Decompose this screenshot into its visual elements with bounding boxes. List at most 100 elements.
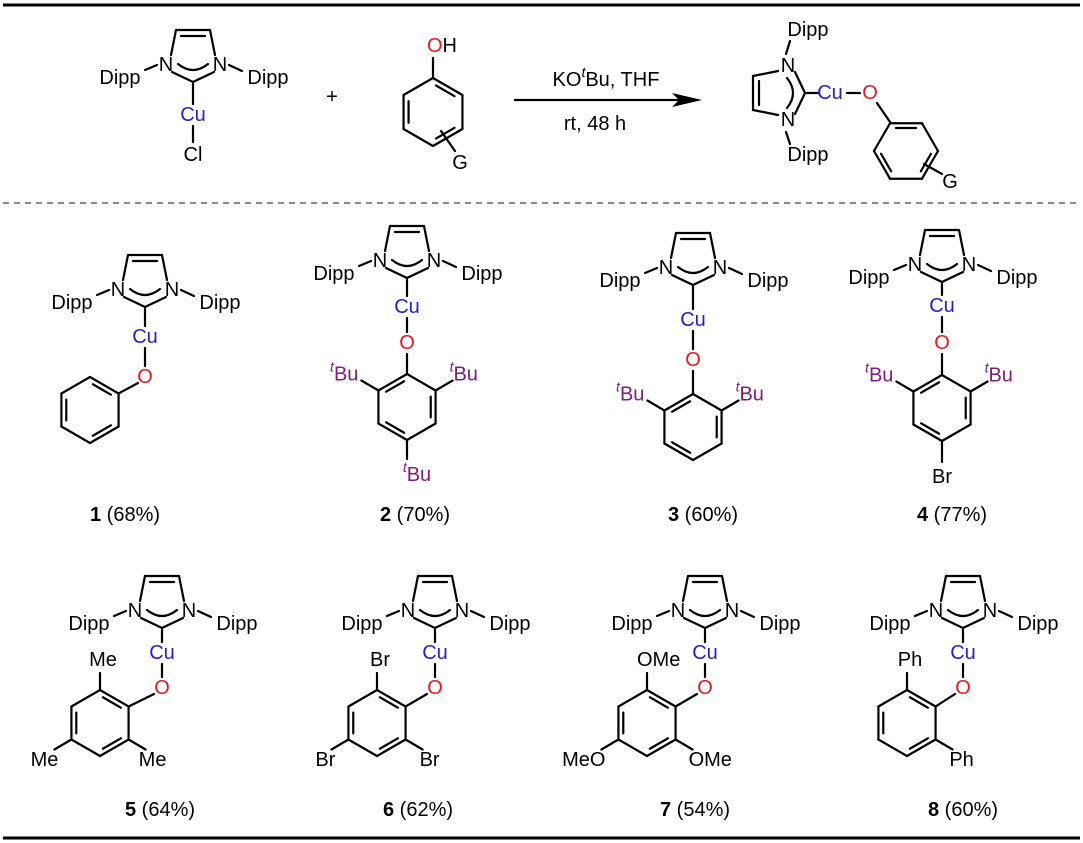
ring-bond	[682, 616, 707, 630]
ring-bond	[138, 574, 147, 603]
nitrogen-label-part: N	[983, 600, 997, 622]
substituent-bond	[127, 738, 147, 751]
phenyl-label-part: Ph	[898, 649, 922, 671]
ring-bond	[663, 442, 695, 462]
nitrogen-label: N	[373, 250, 387, 272]
ring-bond	[877, 688, 909, 708]
chloride-label: Cl	[184, 144, 203, 166]
chloride-label-part: Cl	[184, 144, 203, 166]
oxygen-label-part: O	[427, 677, 443, 699]
compound-label: 2 (70%)	[380, 504, 450, 526]
dipp-label-part: Dipp	[848, 267, 889, 289]
tert-butyl-label-part: Bu	[407, 464, 431, 486]
copper-label: Cu	[149, 642, 175, 664]
copper-label-part: Cu	[817, 82, 843, 104]
plus-sign: +	[326, 86, 338, 108]
tert-butyl-label-part: Bu	[334, 364, 358, 386]
nitrogen-label-part: N	[713, 257, 727, 279]
compound-label-part: 5	[125, 799, 136, 821]
dipp-label-part: Dipp	[787, 19, 828, 41]
compound-label: 7 (54%)	[660, 799, 730, 821]
substituent-bond	[330, 738, 350, 751]
ring-bond	[450, 574, 459, 603]
ring-bond	[920, 122, 940, 153]
compound-label: 3 (60%)	[668, 504, 738, 526]
nitrogen-label-part: N	[929, 600, 943, 622]
bromo-label: Br	[932, 466, 952, 488]
nitrogen-label: N	[671, 600, 685, 622]
oxygen-label-part: O	[154, 677, 170, 699]
ring-bond	[405, 422, 437, 442]
oxygen-label-part: O	[399, 332, 415, 354]
nitrogen-label: N	[962, 254, 976, 276]
dipp-bond	[784, 130, 792, 146]
dipp-bond	[469, 609, 486, 619]
oxygen-label: O	[685, 349, 701, 371]
bromo-label-part: Br	[932, 466, 952, 488]
dipp-bond	[227, 63, 244, 73]
tert-butyl-label-part: Bu	[620, 384, 644, 406]
substituent-bond	[895, 380, 915, 393]
reagent-conditions-part: KO	[553, 69, 582, 91]
substituent-bond	[720, 399, 740, 412]
nitrogen-label: N	[725, 600, 739, 622]
compound-label-part: (60%)	[939, 799, 998, 821]
copper-label: Cu	[680, 309, 706, 331]
oxygen-label-part: O	[137, 366, 153, 388]
dipp-label-part: Dipp	[599, 270, 640, 292]
tert-butyl-label-part: Bu	[453, 364, 477, 386]
dipp-label: Dipp	[787, 144, 828, 166]
ring-bond	[169, 28, 178, 57]
copper-label: Cu	[394, 296, 420, 318]
oxygen-label: O	[862, 82, 878, 104]
ring-bond	[940, 373, 972, 393]
bromo-label: Br	[420, 749, 440, 771]
dipp-label: Dipp	[489, 613, 530, 635]
methoxy-label: OMe	[689, 749, 732, 771]
oxygen-aryl-bond	[127, 692, 156, 708]
nitrogen-label-part: N	[659, 257, 673, 279]
copper-label: Cu	[422, 642, 448, 664]
tert-butyl-label-part: t	[985, 360, 990, 376]
compound-label-part: 3	[668, 504, 679, 526]
compound-label-part: (60%)	[679, 504, 738, 526]
ring-double-bond	[101, 696, 122, 709]
ring-double-bond	[101, 737, 122, 750]
tert-butyl-label: tBu	[403, 459, 431, 486]
tert-butyl-label-part: t	[450, 359, 455, 375]
hydroxyl-label-part: H	[443, 35, 457, 57]
oxygen-label: O	[934, 332, 950, 354]
dipp-label: Dipp	[199, 292, 240, 314]
dipp-bond	[892, 263, 908, 272]
nitrogen-label: N	[111, 279, 125, 301]
ring-bond	[160, 253, 169, 282]
compound-label-part: (77%)	[928, 504, 987, 526]
ring-bond	[751, 69, 780, 78]
ring-bond	[939, 574, 948, 603]
dipp-label: Dipp	[313, 263, 354, 285]
oxygen-label: O	[137, 366, 153, 388]
ring-bond	[691, 392, 723, 412]
carbene-delocalization-arc	[390, 258, 424, 268]
substituent-bond	[600, 738, 620, 751]
nitrogen-label: N	[713, 257, 727, 279]
tert-butyl-label-part: t	[736, 379, 741, 395]
ring-double-bond	[920, 422, 941, 435]
ring-bond	[645, 688, 677, 708]
ring-bond	[872, 122, 892, 153]
temperature-time-conditions: rt, 48 h	[564, 113, 626, 135]
nitrogen-label: N	[983, 600, 997, 622]
nitrogen-label: N	[213, 54, 227, 76]
ring-bond	[918, 228, 927, 257]
dipp-label-part: Dipp	[313, 263, 354, 285]
ring-bond	[60, 375, 92, 395]
nitrogen-label-part: N	[182, 600, 196, 622]
dipp-label-part: Dipp	[99, 67, 140, 89]
substituent-bond	[674, 738, 694, 751]
nitrogen-label-part: N	[725, 600, 739, 622]
ring-double-bond	[920, 381, 941, 394]
